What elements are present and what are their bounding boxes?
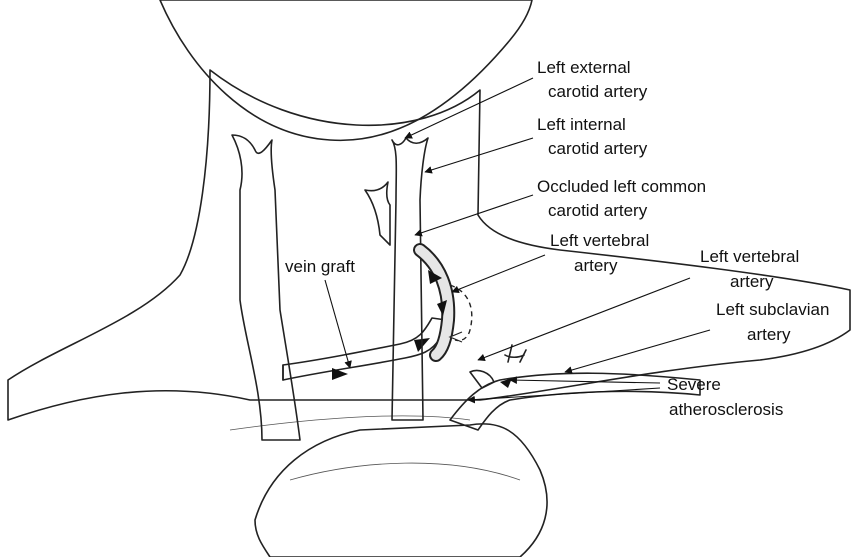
label-vertebral-2a: Left vertebral <box>700 247 799 266</box>
label-occluded-carotid-2: carotid artery <box>548 201 648 220</box>
label-external-carotid-1: Left external <box>537 58 631 77</box>
label-vertebral-1a: Left vertebral <box>550 231 649 250</box>
left-subclavian <box>450 345 700 430</box>
left-carotid-branches <box>365 182 390 245</box>
aortic-arch <box>230 416 547 557</box>
label-vertebral-2b: artery <box>730 272 774 291</box>
occluded-left-common-carotid <box>392 138 428 420</box>
label-athero-1: Severe <box>667 375 721 394</box>
label-occluded-carotid-1: Occluded left common <box>537 177 706 196</box>
leader-lines <box>325 78 710 400</box>
leader-athero-1 <box>510 380 660 383</box>
leader-vertebral-2 <box>478 278 690 360</box>
label-vertebral-1b: artery <box>574 256 618 275</box>
label-subclavian-2: artery <box>747 325 791 344</box>
leader-external-carotid <box>405 78 533 138</box>
head-outline <box>160 0 532 140</box>
label-subclavian-1: Left subclavian <box>716 300 829 319</box>
neck-tissue <box>8 70 850 420</box>
leader-vein-graft <box>325 280 350 368</box>
leader-vertebral-1 <box>452 255 545 292</box>
right-carotid-trunk <box>232 135 300 440</box>
leader-occluded-carotid <box>415 195 533 235</box>
label-athero-2: atherosclerosis <box>669 400 783 419</box>
leader-subclavian <box>565 330 710 372</box>
leader-athero-2 <box>468 388 660 400</box>
label-internal-carotid-1: Left internal <box>537 115 626 134</box>
label-vein-graft: vein graft <box>285 257 355 276</box>
label-internal-carotid-2: carotid artery <box>548 139 648 158</box>
label-external-carotid-2: carotid artery <box>548 82 648 101</box>
